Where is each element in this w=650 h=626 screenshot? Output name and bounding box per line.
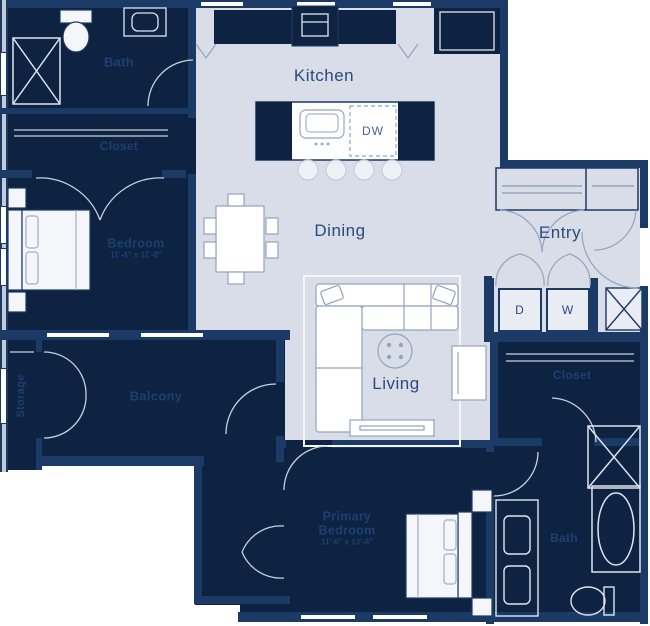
storage-label: Storage <box>15 374 27 418</box>
window-bath <box>0 52 7 96</box>
window-kitchen-3 <box>392 1 432 7</box>
wall-balcony-bottom <box>36 456 204 466</box>
primary-bedroom-label: Primary Bedroom 11'-6" x 13'-6" <box>319 510 376 547</box>
window-primary-2 <box>372 614 428 620</box>
wall-entry-top <box>500 160 648 168</box>
bedroom-dims: 11'-4" x 11'-0" <box>110 250 162 260</box>
window-storage <box>0 368 7 424</box>
entry-passage <box>484 170 492 274</box>
washer-box <box>546 288 590 332</box>
wall-right-lower <box>640 332 648 624</box>
washer-label: W <box>561 303 575 317</box>
bath-primary-label: Bath <box>550 531 578 545</box>
closet2-door-opening <box>542 438 594 446</box>
dryer-label: D <box>515 303 525 317</box>
wall-bath-left <box>486 444 494 624</box>
dishwasher-label: DW <box>362 124 384 138</box>
front-door-opening <box>640 228 648 286</box>
closet-opening <box>32 170 162 178</box>
kitchen-label: Kitchen <box>293 66 355 85</box>
window-bedroom-2 <box>0 248 7 286</box>
wall-entry-bottom <box>484 332 648 342</box>
storage-door-opening <box>36 352 42 438</box>
wall-nook-left <box>194 456 202 604</box>
wall-dw-left <box>486 278 494 338</box>
dining-label: Dining <box>314 221 366 240</box>
wall-top-left <box>0 0 196 8</box>
wall-closet-left <box>490 336 498 444</box>
room-primary-closet <box>495 340 645 445</box>
window-balcony-wall-1 <box>46 332 110 338</box>
window-primary-1 <box>300 614 356 620</box>
primary-bedroom-dims: 11'-6" x 13'-6" <box>321 537 373 547</box>
window-bedroom-1 <box>0 206 7 244</box>
dryer-box <box>498 288 542 332</box>
wall-bath-closet <box>2 108 194 114</box>
wall-bottom <box>238 612 648 622</box>
bedroom-name: Bedroom <box>107 236 165 251</box>
closet-primary-label: Closet <box>552 368 592 382</box>
wall-kitchen-right <box>500 0 508 168</box>
window-balcony-wall-2 <box>140 332 204 338</box>
balcony-door-opening <box>276 382 284 436</box>
living-label: Living <box>372 374 420 393</box>
balcony-label: Balcony <box>129 388 183 404</box>
bedroom-door-opening <box>188 118 196 174</box>
window-kitchen-1 <box>200 1 244 7</box>
bath-upper-label: Bath <box>103 54 135 70</box>
primary-line1: Primary <box>322 509 372 524</box>
room-storage <box>2 336 42 470</box>
wall-nook-bottom <box>194 596 290 604</box>
primary-line2: Bedroom <box>318 523 376 538</box>
wall-top-kitchen <box>194 0 508 8</box>
window-kitchen-2 <box>296 1 336 7</box>
entry-label: Entry <box>538 223 582 242</box>
primary-door-opening <box>286 440 332 448</box>
bath2-door-opening <box>486 452 494 496</box>
closet-upper-label: Closet <box>99 139 139 153</box>
room-upper-left-block <box>2 2 194 334</box>
wall-dw-mid <box>590 278 598 338</box>
bedroom-label: Bedroom 11'-4" x 11'-0" <box>108 237 165 260</box>
